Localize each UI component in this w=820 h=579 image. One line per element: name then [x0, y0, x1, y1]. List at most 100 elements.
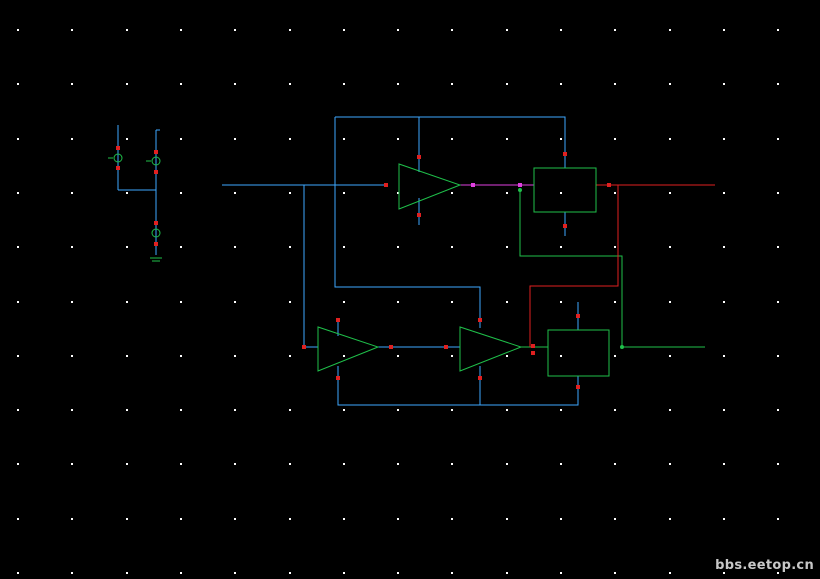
ground-icon[interactable]	[150, 228, 162, 262]
dc-source-icon[interactable]	[108, 153, 123, 163]
grid-dot	[126, 246, 128, 248]
grid-dot	[17, 138, 19, 140]
grid-dot	[289, 409, 291, 411]
grid-dot	[126, 572, 128, 574]
grid-dot	[17, 355, 19, 357]
grid-dot	[506, 246, 508, 248]
rectangle-block-icon[interactable]	[547, 329, 610, 377]
grid-dot	[451, 192, 453, 194]
grid-dot	[343, 138, 345, 140]
grid-dot	[126, 29, 128, 31]
grid-dot	[180, 355, 182, 357]
grid-dot	[71, 29, 73, 31]
grid-dot	[777, 301, 779, 303]
grid-dot	[560, 138, 562, 140]
grid-dot	[506, 355, 508, 357]
grid-dot	[560, 355, 562, 357]
grid-dot	[614, 463, 616, 465]
grid-dot	[451, 301, 453, 303]
grid-dot	[451, 138, 453, 140]
grid-dot	[723, 83, 725, 85]
signal-wires[interactable]	[519, 190, 705, 348]
grid-dot	[289, 83, 291, 85]
grid-dot	[560, 83, 562, 85]
triangle-amplifier-icon[interactable]	[398, 163, 462, 210]
grid-dot	[180, 301, 182, 303]
pin-markers	[302, 152, 611, 389]
grid-dot	[669, 572, 671, 574]
grid-dot	[126, 409, 128, 411]
grid-dot	[234, 518, 236, 520]
grid-dot	[506, 572, 508, 574]
grid-dot	[777, 572, 779, 574]
grid-dot	[17, 83, 19, 85]
grid-dot	[17, 246, 19, 248]
grid-dot	[289, 518, 291, 520]
grid-dot	[669, 246, 671, 248]
grid-dot	[17, 572, 19, 574]
grid-dot	[506, 192, 508, 194]
grid-dot	[451, 463, 453, 465]
grid-dot	[614, 301, 616, 303]
grid-dot	[669, 192, 671, 194]
grid-dot	[289, 192, 291, 194]
highlighted-net[interactable]	[529, 184, 715, 347]
grid-dot	[777, 518, 779, 520]
grid-dot	[289, 29, 291, 31]
grid-dot	[17, 409, 19, 411]
grid-dot	[71, 355, 73, 357]
grid-dot	[17, 518, 19, 520]
triangle-amplifier-icon[interactable]	[317, 326, 380, 372]
rectangle-block-icon[interactable]	[533, 167, 597, 213]
grid-dot	[180, 83, 182, 85]
grid-dot	[397, 572, 399, 574]
grid-dot	[397, 355, 399, 357]
grid-dot	[71, 463, 73, 465]
grid-dot	[343, 463, 345, 465]
grid-dot	[614, 138, 616, 140]
grid-dot	[723, 409, 725, 411]
grid-dot	[126, 463, 128, 465]
watermark-text: bbs.eetop.cn	[715, 558, 814, 573]
grid-dot	[234, 29, 236, 31]
grid-dot	[343, 355, 345, 357]
selected-pin-markers	[471, 183, 522, 187]
grid-dot	[126, 355, 128, 357]
grid-dot	[17, 29, 19, 31]
grid-dot	[71, 301, 73, 303]
grid-dot	[289, 246, 291, 248]
grid-dot	[506, 29, 508, 31]
grid-dot	[723, 518, 725, 520]
grid-dot	[777, 83, 779, 85]
grid-dot	[343, 409, 345, 411]
triangle-amplifier-icon[interactable]	[459, 326, 523, 372]
power-source-cluster[interactable]	[108, 125, 162, 262]
grid-dot	[289, 138, 291, 140]
wire-network[interactable]	[222, 116, 579, 406]
grid-dot	[234, 301, 236, 303]
grid-dot	[723, 355, 725, 357]
grid-dot	[71, 83, 73, 85]
dc-source-icon[interactable]	[146, 156, 161, 166]
grid-dot	[777, 463, 779, 465]
grid-dot	[180, 246, 182, 248]
grid-dot	[397, 29, 399, 31]
grid-dot	[343, 83, 345, 85]
grid-dot	[397, 463, 399, 465]
grid-dot	[560, 572, 562, 574]
grid-dot	[723, 246, 725, 248]
grid-dot	[560, 463, 562, 465]
grid-dot	[289, 572, 291, 574]
grid-dot	[289, 463, 291, 465]
grid-dot	[397, 83, 399, 85]
grid-dot	[669, 83, 671, 85]
grid-dot	[180, 192, 182, 194]
grid-dot	[126, 192, 128, 194]
grid-dot	[560, 29, 562, 31]
grid-dot	[126, 83, 128, 85]
grid-dot	[560, 301, 562, 303]
grid-dot	[234, 355, 236, 357]
grid-dot	[289, 301, 291, 303]
grid-dot	[234, 192, 236, 194]
